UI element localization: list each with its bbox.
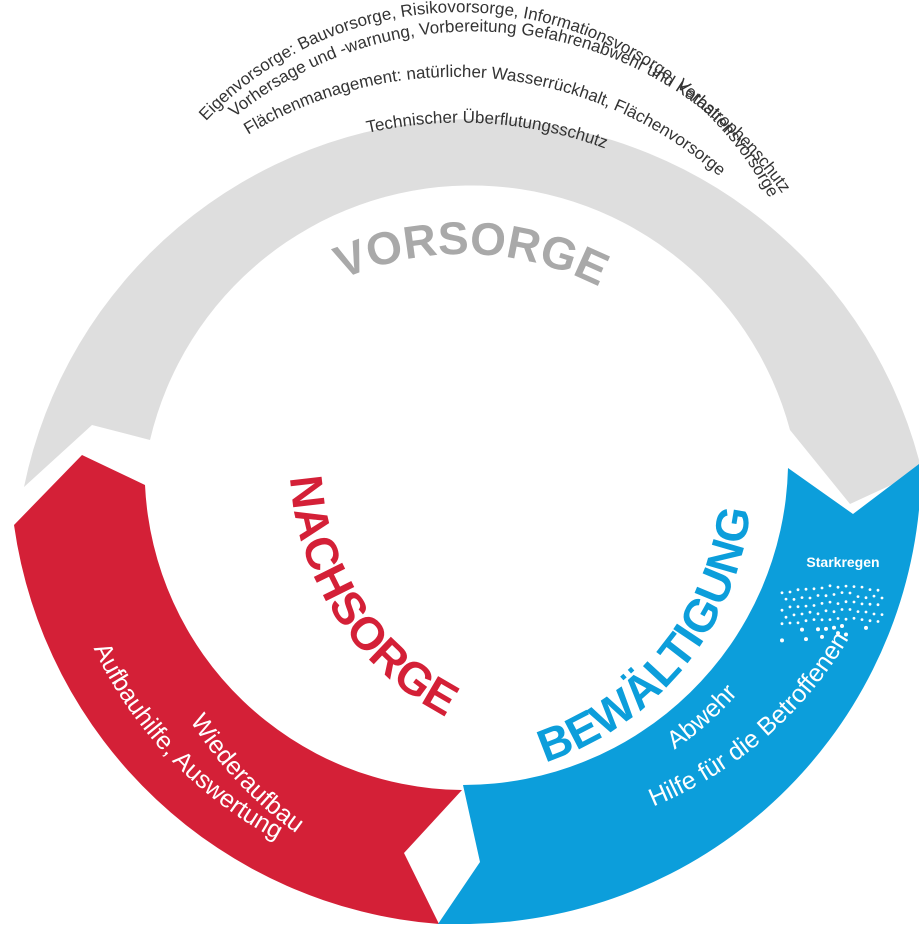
nachsorge-segment: [14, 455, 462, 924]
rain-icon: [780, 584, 884, 643]
nachsorge-title: NACHSORGE: [280, 473, 467, 726]
vorsorge-segment: [24, 119, 919, 504]
vorsorge-title: VORSORGE: [327, 212, 617, 296]
bewaeltigung-segment: [438, 464, 919, 924]
starkregen-label: Starkregen: [806, 554, 879, 570]
